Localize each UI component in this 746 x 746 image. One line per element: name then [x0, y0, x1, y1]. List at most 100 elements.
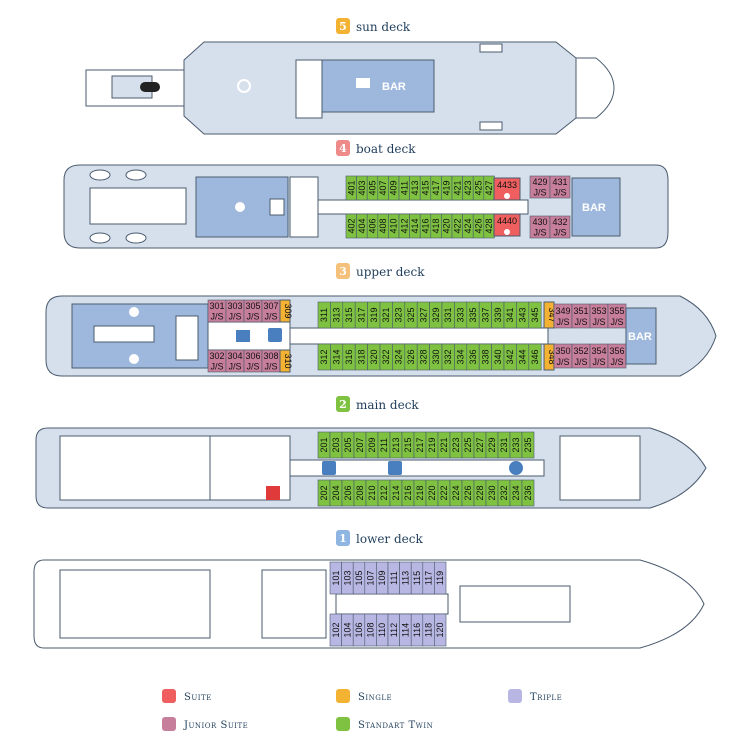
main-deck-bow-room: [559, 435, 641, 501]
deck-3-number: 3: [339, 265, 347, 278]
cabin-number: 210: [367, 485, 377, 500]
deck-2-label: main deck: [356, 398, 419, 412]
cabin-number: 416: [421, 218, 431, 233]
restaurant-icon: [129, 354, 139, 364]
cabin-type: J/S: [574, 357, 587, 367]
first-aid-icon: [266, 486, 280, 500]
cabin-number: 106: [354, 622, 364, 637]
cabin-number: 235: [523, 437, 533, 452]
cabin-type: J/S: [553, 227, 566, 237]
cabin-number: 312: [319, 349, 329, 364]
cabin-number: 414: [410, 218, 420, 233]
cabin-number: 424: [463, 218, 473, 233]
deck-1-label: lower deck: [356, 532, 423, 546]
cabin-number: 304: [227, 351, 242, 361]
upper-deck-bar-area: [625, 307, 657, 365]
cabin-number: 413: [410, 180, 420, 195]
cabin-number: 412: [399, 218, 409, 233]
upper-deck-bar-label: BAR: [628, 331, 652, 343]
cabin-number: 403: [357, 180, 367, 195]
cabin-number: 315: [344, 307, 354, 322]
cabin-number: 116: [412, 623, 422, 637]
cabin-number: 219: [427, 437, 437, 452]
cabin-number: 410: [389, 218, 399, 233]
info-icon: [509, 461, 523, 475]
cabin-236: [521, 479, 535, 507]
cabin-number: 352: [573, 346, 588, 356]
cabin-number: 328: [418, 349, 428, 364]
cabin-number: 212: [379, 485, 389, 500]
restaurant-icon: [235, 202, 245, 212]
cabin-120: [434, 613, 447, 647]
cabin-number: 303: [227, 301, 242, 311]
cabin-number: 211: [379, 438, 389, 452]
cabin-number: 308: [263, 351, 278, 361]
cabin-number: 111: [389, 571, 399, 585]
sun-deck-bow: [575, 57, 615, 119]
cabin-number: 431: [552, 177, 567, 187]
cabin-number: 105: [354, 570, 364, 585]
lower-deck-corridor: [335, 593, 449, 615]
cabin-345: [528, 301, 542, 329]
cabin-number: 331: [443, 307, 453, 322]
cabin-number: 327: [418, 307, 428, 322]
cabin-number: 301: [209, 301, 224, 311]
cabin-type: J/S: [592, 357, 605, 367]
sun-deck-bar-area: [321, 59, 435, 113]
cabin-type: J/S: [533, 227, 546, 237]
elevator-icon: [388, 461, 402, 475]
cabin-number: 108: [366, 622, 376, 637]
shop-icon: [322, 461, 336, 475]
cabin-number: 420: [442, 218, 452, 233]
cabin-number: 419: [442, 180, 452, 195]
deck-2-number: 2: [339, 398, 347, 411]
cabin-number: 421: [452, 180, 462, 195]
cabin-number: 103: [342, 570, 352, 585]
cabin-number: 324: [394, 349, 404, 364]
lifeboat-3: [89, 232, 111, 244]
cabin-number: 429: [532, 177, 547, 187]
legend-swatch-single: [336, 689, 350, 703]
cabin-4433-suite: [493, 177, 521, 201]
main-deck-corridor: [289, 459, 545, 477]
cabin-number: 228: [475, 485, 485, 500]
cabin-number: 115: [412, 571, 422, 585]
cabin-number: 337: [480, 307, 490, 322]
cabin-number: 305: [245, 301, 260, 311]
cabin-number: 208: [355, 485, 365, 500]
cabin-type: J/S: [210, 311, 223, 321]
cabin-number: 418: [431, 218, 441, 233]
cabin-number: 214: [391, 485, 401, 500]
legend: Suite Single Triple Junior Suite Standar…: [162, 689, 562, 731]
cabin-number: 432: [552, 217, 567, 227]
legend-label-suite: Suite: [184, 692, 212, 703]
cabin-number: 354: [591, 346, 606, 356]
cabin-type: J/S: [246, 311, 259, 321]
cabin-number: 109: [377, 570, 387, 585]
cabin-number: 406: [368, 218, 378, 233]
cabin-number: 220: [427, 485, 437, 500]
cabin-number: 417: [431, 180, 441, 195]
boat-deck-aft-open: [89, 187, 187, 225]
cabin-number: 302: [209, 351, 224, 361]
legend-label-junior-suite: Junior Suite: [183, 720, 248, 731]
cabin-number: 322: [381, 349, 391, 364]
cabin-number: 113: [400, 571, 410, 585]
cabin-number: 427: [484, 180, 494, 195]
cabin-4440-suite: [493, 213, 521, 237]
cabin-number: 353: [591, 306, 606, 316]
cabin-number: 236: [523, 485, 533, 500]
lower-deck-engine-room: [59, 569, 211, 639]
cabin-119: [434, 561, 447, 595]
legend-item-suite: Suite: [162, 689, 212, 703]
cabin-number: 118: [424, 623, 434, 637]
